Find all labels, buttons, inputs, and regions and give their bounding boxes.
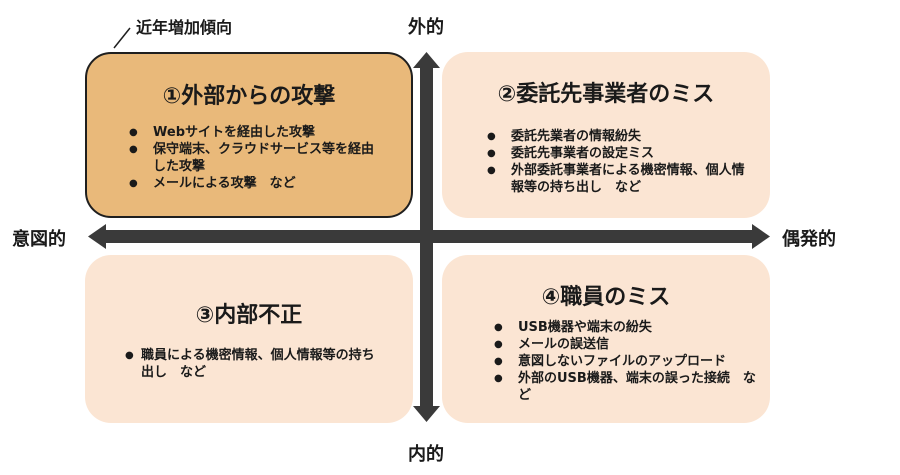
list-item: 意図しないファイルのアップロード <box>494 353 756 370</box>
list-item: 外部委託事業者による機密情報、個人情報等の持ち出し など <box>487 162 747 196</box>
quadrant-title: ③内部不正 <box>195 303 303 328</box>
axis-label-external: 外的 <box>408 17 444 38</box>
quadrant-internal-fraud: ③内部不正 職員による機密情報、個人情報等の持ち出し など <box>85 255 413 423</box>
quadrant-item-list: 職員による機密情報、個人情報等の持ち出し など <box>125 347 375 381</box>
trend-callout-label: 近年増加傾向 <box>136 18 233 37</box>
axis-label-accidental: 偶発的 <box>782 229 836 250</box>
list-item: Webサイトを経由した攻撃 <box>129 124 384 141</box>
list-item: 委託先事業者の設定ミス <box>487 145 747 162</box>
horizontal-axis-arrowhead-left <box>88 224 106 249</box>
quadrant-staff-mistake: ④職員のミス USB機器や端末の紛失 メールの誤送信 意図しないファイルのアップ… <box>442 255 770 423</box>
horizontal-axis-arrowhead-right <box>752 224 770 249</box>
quadrant-contractor-mistake: ②委託先事業者のミス 委託先業者の情報紛失 委託先事業者の設定ミス 外部委託事業… <box>442 52 770 218</box>
quadrant-item-list: 委託先業者の情報紛失 委託先事業者の設定ミス 外部委託事業者による機密情報、個人… <box>487 128 747 196</box>
axis-label-intentional: 意図的 <box>12 229 66 250</box>
quadrant-external-attack: ①外部からの攻撃 Webサイトを経由した攻撃 保守端末、クラウドサービス等を経由… <box>85 52 413 218</box>
list-item: USB機器や端末の紛失 <box>494 319 756 336</box>
list-item: 委託先業者の情報紛失 <box>487 128 747 145</box>
list-item: 外部のUSB機器、端末の誤った接続 など <box>494 370 756 404</box>
list-item: 職員による機密情報、個人情報等の持ち出し など <box>125 347 375 381</box>
quadrant-title: ②委託先事業者のミス <box>497 82 715 107</box>
quadrant-item-list: Webサイトを経由した攻撃 保守端末、クラウドサービス等を経由した攻撃 メールに… <box>129 124 384 192</box>
axis-label-internal: 内的 <box>408 444 444 465</box>
quadrant-title: ④職員のミス <box>541 285 671 310</box>
list-item: メールによる攻撃 など <box>129 175 384 192</box>
quadrant-item-list: USB機器や端末の紛失 メールの誤送信 意図しないファイルのアップロード 外部の… <box>494 319 756 404</box>
quadrant-title: ①外部からの攻撃 <box>162 84 336 109</box>
vertical-axis-arrowhead-top <box>413 52 440 68</box>
list-item: メールの誤送信 <box>494 336 756 353</box>
horizontal-axis-shaft <box>104 230 756 243</box>
list-item: 保守端末、クラウドサービス等を経由した攻撃 <box>129 141 384 175</box>
vertical-axis-arrowhead-bottom <box>413 406 440 422</box>
callout-line <box>113 27 131 49</box>
